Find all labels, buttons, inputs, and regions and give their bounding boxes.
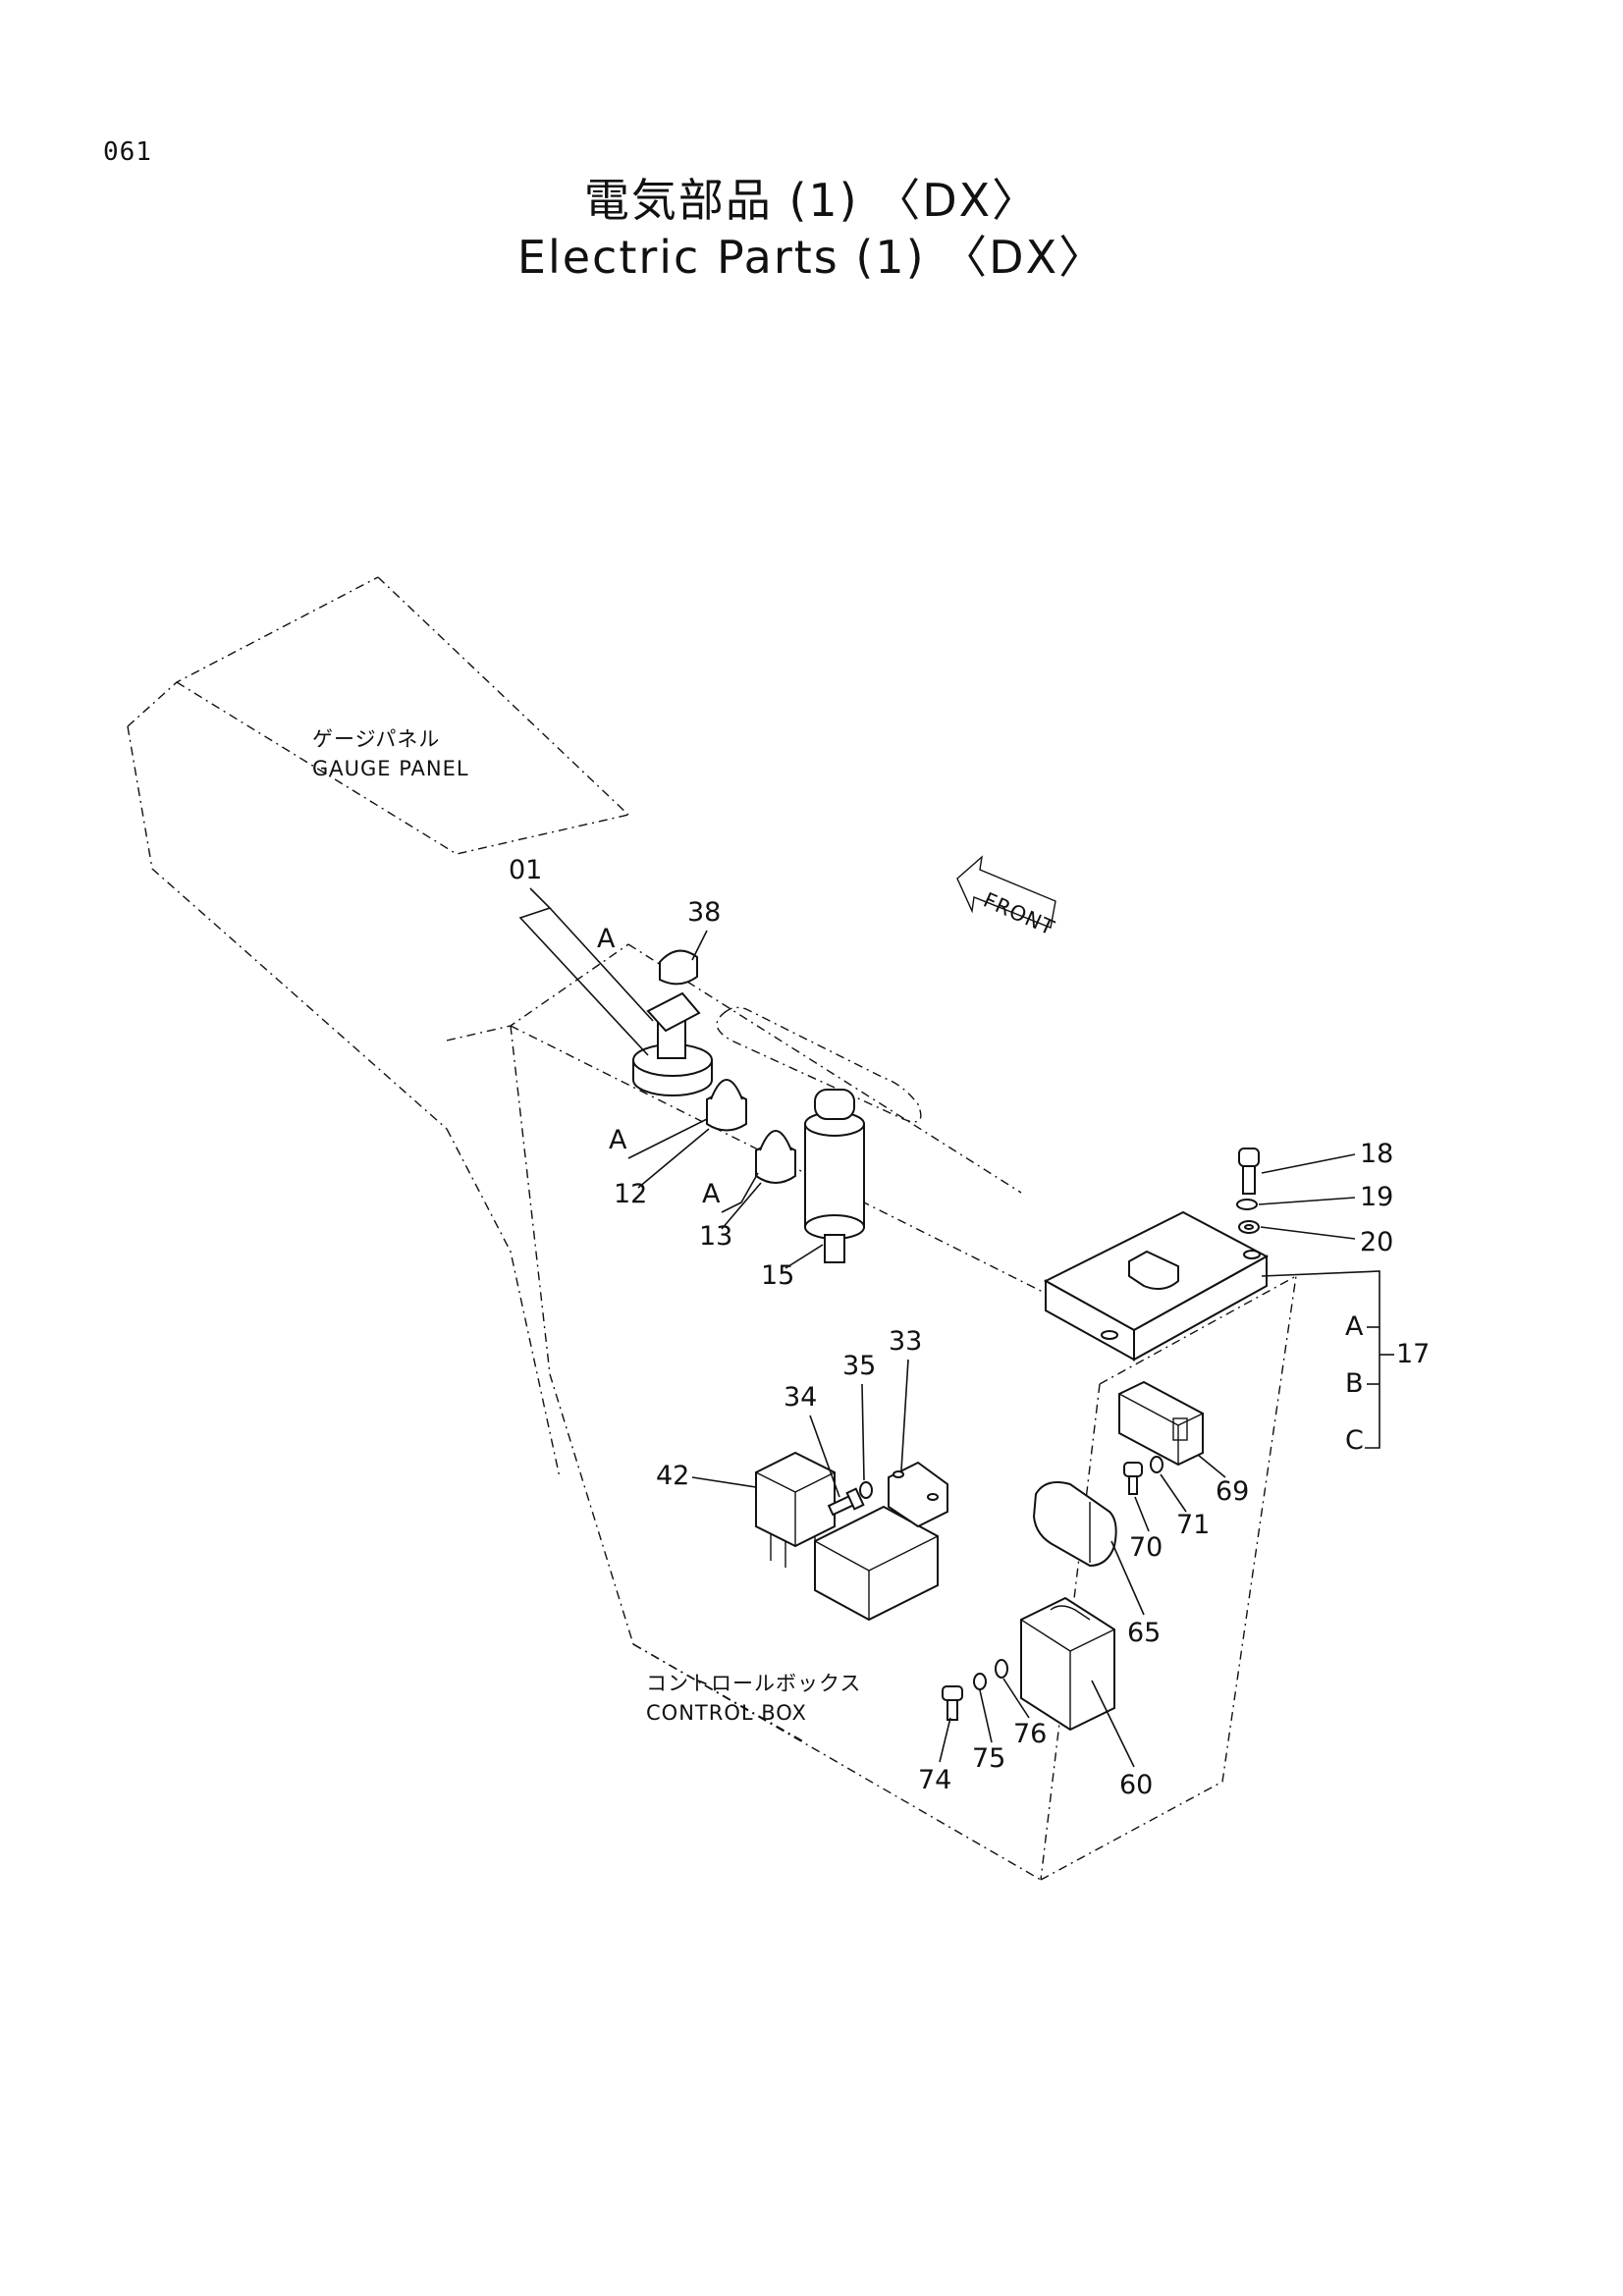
sub-label-17c: C bbox=[1345, 1425, 1364, 1456]
relay-42-part bbox=[755, 1451, 836, 1568]
svg-text:70: 70 bbox=[1129, 1532, 1163, 1563]
svg-text:75: 75 bbox=[972, 1743, 1005, 1774]
svg-text:13: 13 bbox=[699, 1221, 732, 1252]
callout-70: 70 bbox=[1129, 1496, 1163, 1563]
svg-text:33: 33 bbox=[889, 1326, 922, 1357]
callout-19: 19 bbox=[1258, 1182, 1393, 1212]
svg-text:60: 60 bbox=[1119, 1770, 1153, 1800]
relay-69-part bbox=[1118, 1380, 1204, 1467]
switch-15-part bbox=[804, 1089, 865, 1263]
callout-13: A 13 bbox=[699, 1172, 762, 1252]
sub-label-a1: A bbox=[597, 924, 616, 954]
callout-20: 20 bbox=[1260, 1226, 1393, 1257]
svg-text:38: 38 bbox=[687, 897, 721, 928]
gauge-panel-caption-ja: ゲージパネル bbox=[312, 727, 440, 751]
callout-15: 15 bbox=[761, 1244, 824, 1291]
flasher-60-part bbox=[1020, 1596, 1115, 1732]
switch-panel-17-part bbox=[1043, 1210, 1270, 1362]
callout-69: 69 bbox=[1197, 1454, 1249, 1507]
washer-75-part bbox=[973, 1673, 987, 1690]
washer-35-part bbox=[859, 1481, 873, 1499]
svg-text:19: 19 bbox=[1360, 1182, 1393, 1212]
relay-box-part bbox=[814, 1505, 939, 1622]
sub-label-17b: B bbox=[1345, 1368, 1364, 1399]
bolt-18-part bbox=[1238, 1148, 1260, 1195]
page-number: 061 bbox=[103, 137, 152, 167]
callout-75: 75 bbox=[972, 1689, 1005, 1774]
washer-71-part bbox=[1150, 1456, 1163, 1473]
front-direction-arrow: FRONT bbox=[956, 855, 1058, 940]
callout-38: 38 bbox=[687, 897, 721, 961]
svg-text:42: 42 bbox=[656, 1461, 689, 1491]
bolt-34-part bbox=[827, 1487, 865, 1517]
callout-35: 35 bbox=[842, 1351, 876, 1481]
callout-34: 34 bbox=[784, 1382, 840, 1498]
callout-33: 33 bbox=[889, 1326, 922, 1471]
svg-text:18: 18 bbox=[1360, 1139, 1393, 1169]
sub-label-17a: A bbox=[1345, 1311, 1364, 1342]
svg-text:71: 71 bbox=[1176, 1510, 1210, 1540]
page-title-japanese: 電気部品 (1) 〈DX〉 bbox=[583, 174, 1040, 227]
svg-text:74: 74 bbox=[918, 1765, 951, 1795]
callout-71: 71 bbox=[1160, 1473, 1210, 1540]
svg-text:69: 69 bbox=[1216, 1476, 1249, 1507]
front-arrow-label: FRONT bbox=[980, 888, 1058, 940]
callout-42: 42 bbox=[656, 1461, 757, 1491]
lamp-13-part bbox=[755, 1130, 796, 1184]
screw-70-part bbox=[1123, 1462, 1143, 1495]
gauge-panel-caption-en: GAUGE PANEL bbox=[312, 757, 469, 780]
callout-17: A B C 17 bbox=[1261, 1270, 1430, 1456]
callout-74: 74 bbox=[918, 1717, 951, 1795]
svg-text:01: 01 bbox=[509, 855, 542, 885]
svg-text:34: 34 bbox=[784, 1382, 817, 1413]
washer-19-part bbox=[1236, 1199, 1258, 1210]
svg-text:65: 65 bbox=[1127, 1618, 1161, 1648]
svg-text:20: 20 bbox=[1360, 1227, 1393, 1257]
callout-12: A 12 bbox=[609, 1118, 710, 1209]
callout-60: 60 bbox=[1091, 1680, 1153, 1800]
screw-74-part bbox=[942, 1685, 963, 1721]
callout-01: 01 A bbox=[509, 855, 654, 1056]
callout-76: 76 bbox=[1002, 1678, 1047, 1749]
bracket-33-part bbox=[888, 1461, 948, 1528]
washer-76-part bbox=[995, 1659, 1008, 1679]
callout-65: 65 bbox=[1110, 1540, 1161, 1648]
control-box-caption-ja: コントロールボックス bbox=[646, 1672, 861, 1695]
control-box-caption-en: CONTROL BOX bbox=[646, 1701, 807, 1725]
page-title-english: Electric Parts (1) 〈DX〉 bbox=[516, 231, 1107, 284]
cover-65-part bbox=[1032, 1481, 1117, 1568]
lamp-12-part bbox=[706, 1079, 747, 1132]
svg-text:17: 17 bbox=[1396, 1339, 1430, 1369]
sub-label-a2: A bbox=[609, 1125, 627, 1155]
washer-20-part bbox=[1238, 1220, 1260, 1234]
svg-text:76: 76 bbox=[1013, 1719, 1047, 1749]
sub-label-a3: A bbox=[702, 1179, 721, 1209]
callout-18: 18 bbox=[1261, 1139, 1393, 1174]
key-switch-part bbox=[632, 949, 713, 1096]
svg-text:35: 35 bbox=[842, 1351, 876, 1381]
